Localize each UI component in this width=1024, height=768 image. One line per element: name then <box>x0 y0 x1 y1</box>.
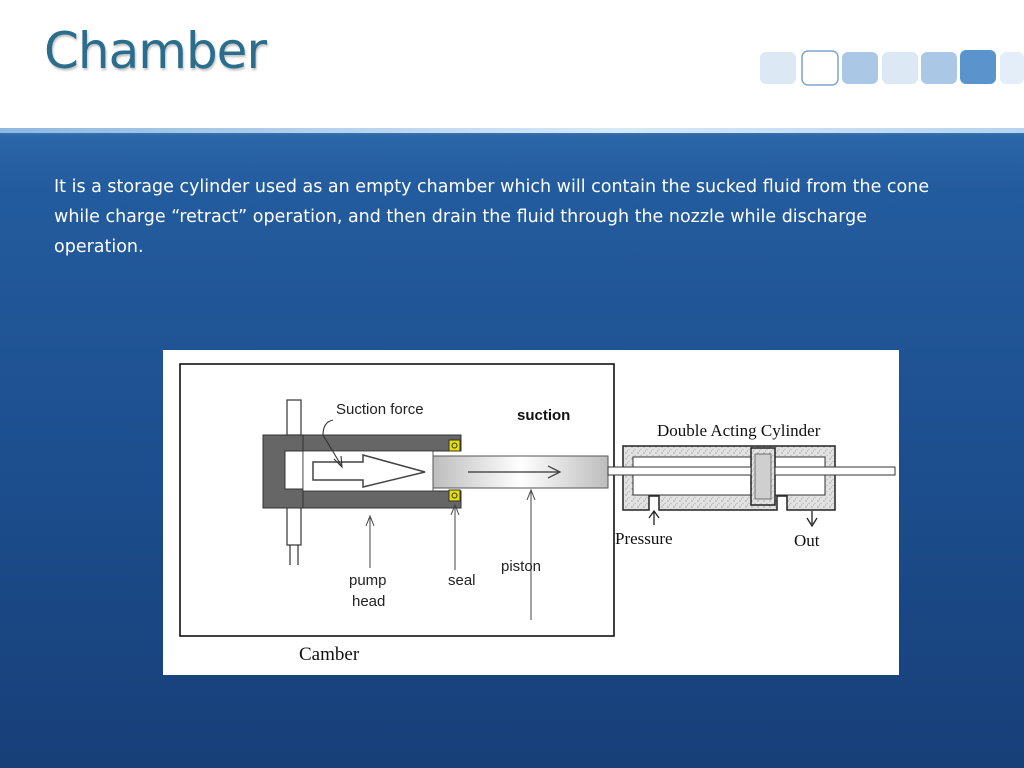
suction-force-arrow <box>312 454 426 488</box>
diagram-drawing: Suction force suction pump head seal pis… <box>179 363 896 665</box>
label-caption: Camber <box>299 644 360 665</box>
piston-pointer <box>526 488 536 620</box>
seal-top <box>448 439 461 452</box>
label-double-acting-cylinder: Double Acting Cylinder <box>657 421 821 440</box>
chamber-barrel-top <box>302 434 462 452</box>
seal-pointer <box>450 503 460 570</box>
seal-top-ring <box>451 442 458 449</box>
slide-header: Chamber <box>0 0 1024 132</box>
pressure-arrow <box>648 509 660 525</box>
deco-square-6 <box>960 50 996 84</box>
seal-bottom <box>448 489 461 502</box>
piston-movement-arrowhead <box>547 465 562 479</box>
suction-force-leader <box>322 419 342 466</box>
chamber-barrel-bottom <box>302 490 462 509</box>
deco-square-5 <box>921 52 957 84</box>
body-paragraph: It is a storage cylinder used as an empt… <box>54 177 930 257</box>
label-suction: suction <box>517 407 570 424</box>
cylinder-rod-left <box>607 466 752 476</box>
pump-head-pointer <box>365 514 375 568</box>
label-out: Out <box>794 531 820 550</box>
out-arrow <box>806 511 818 528</box>
label-pressure: Pressure <box>615 529 673 548</box>
deco-square-1 <box>760 52 796 84</box>
label-seal: seal <box>448 572 476 589</box>
deco-square-7 <box>1000 52 1024 84</box>
chamber-diagram: Suction force suction pump head seal pis… <box>163 350 899 675</box>
decorative-squares <box>760 50 1024 86</box>
pump-head-inner <box>284 450 304 490</box>
seal-bottom-ring <box>451 492 458 499</box>
label-head: head <box>352 593 385 610</box>
feed-tube <box>286 399 302 565</box>
deco-square-3 <box>842 52 878 84</box>
suction-force-leader-head <box>333 455 343 469</box>
deco-square-2 <box>801 50 839 86</box>
slide-title: Chamber <box>44 22 267 80</box>
label-piston: piston <box>501 558 541 575</box>
label-suction-force: Suction force <box>336 401 424 418</box>
label-pump: pump <box>349 572 387 589</box>
cylinder-rod-right <box>774 466 896 476</box>
deco-square-4 <box>882 52 918 84</box>
cylinder-bore <box>632 456 826 496</box>
cylinder-piston-core <box>754 453 772 500</box>
